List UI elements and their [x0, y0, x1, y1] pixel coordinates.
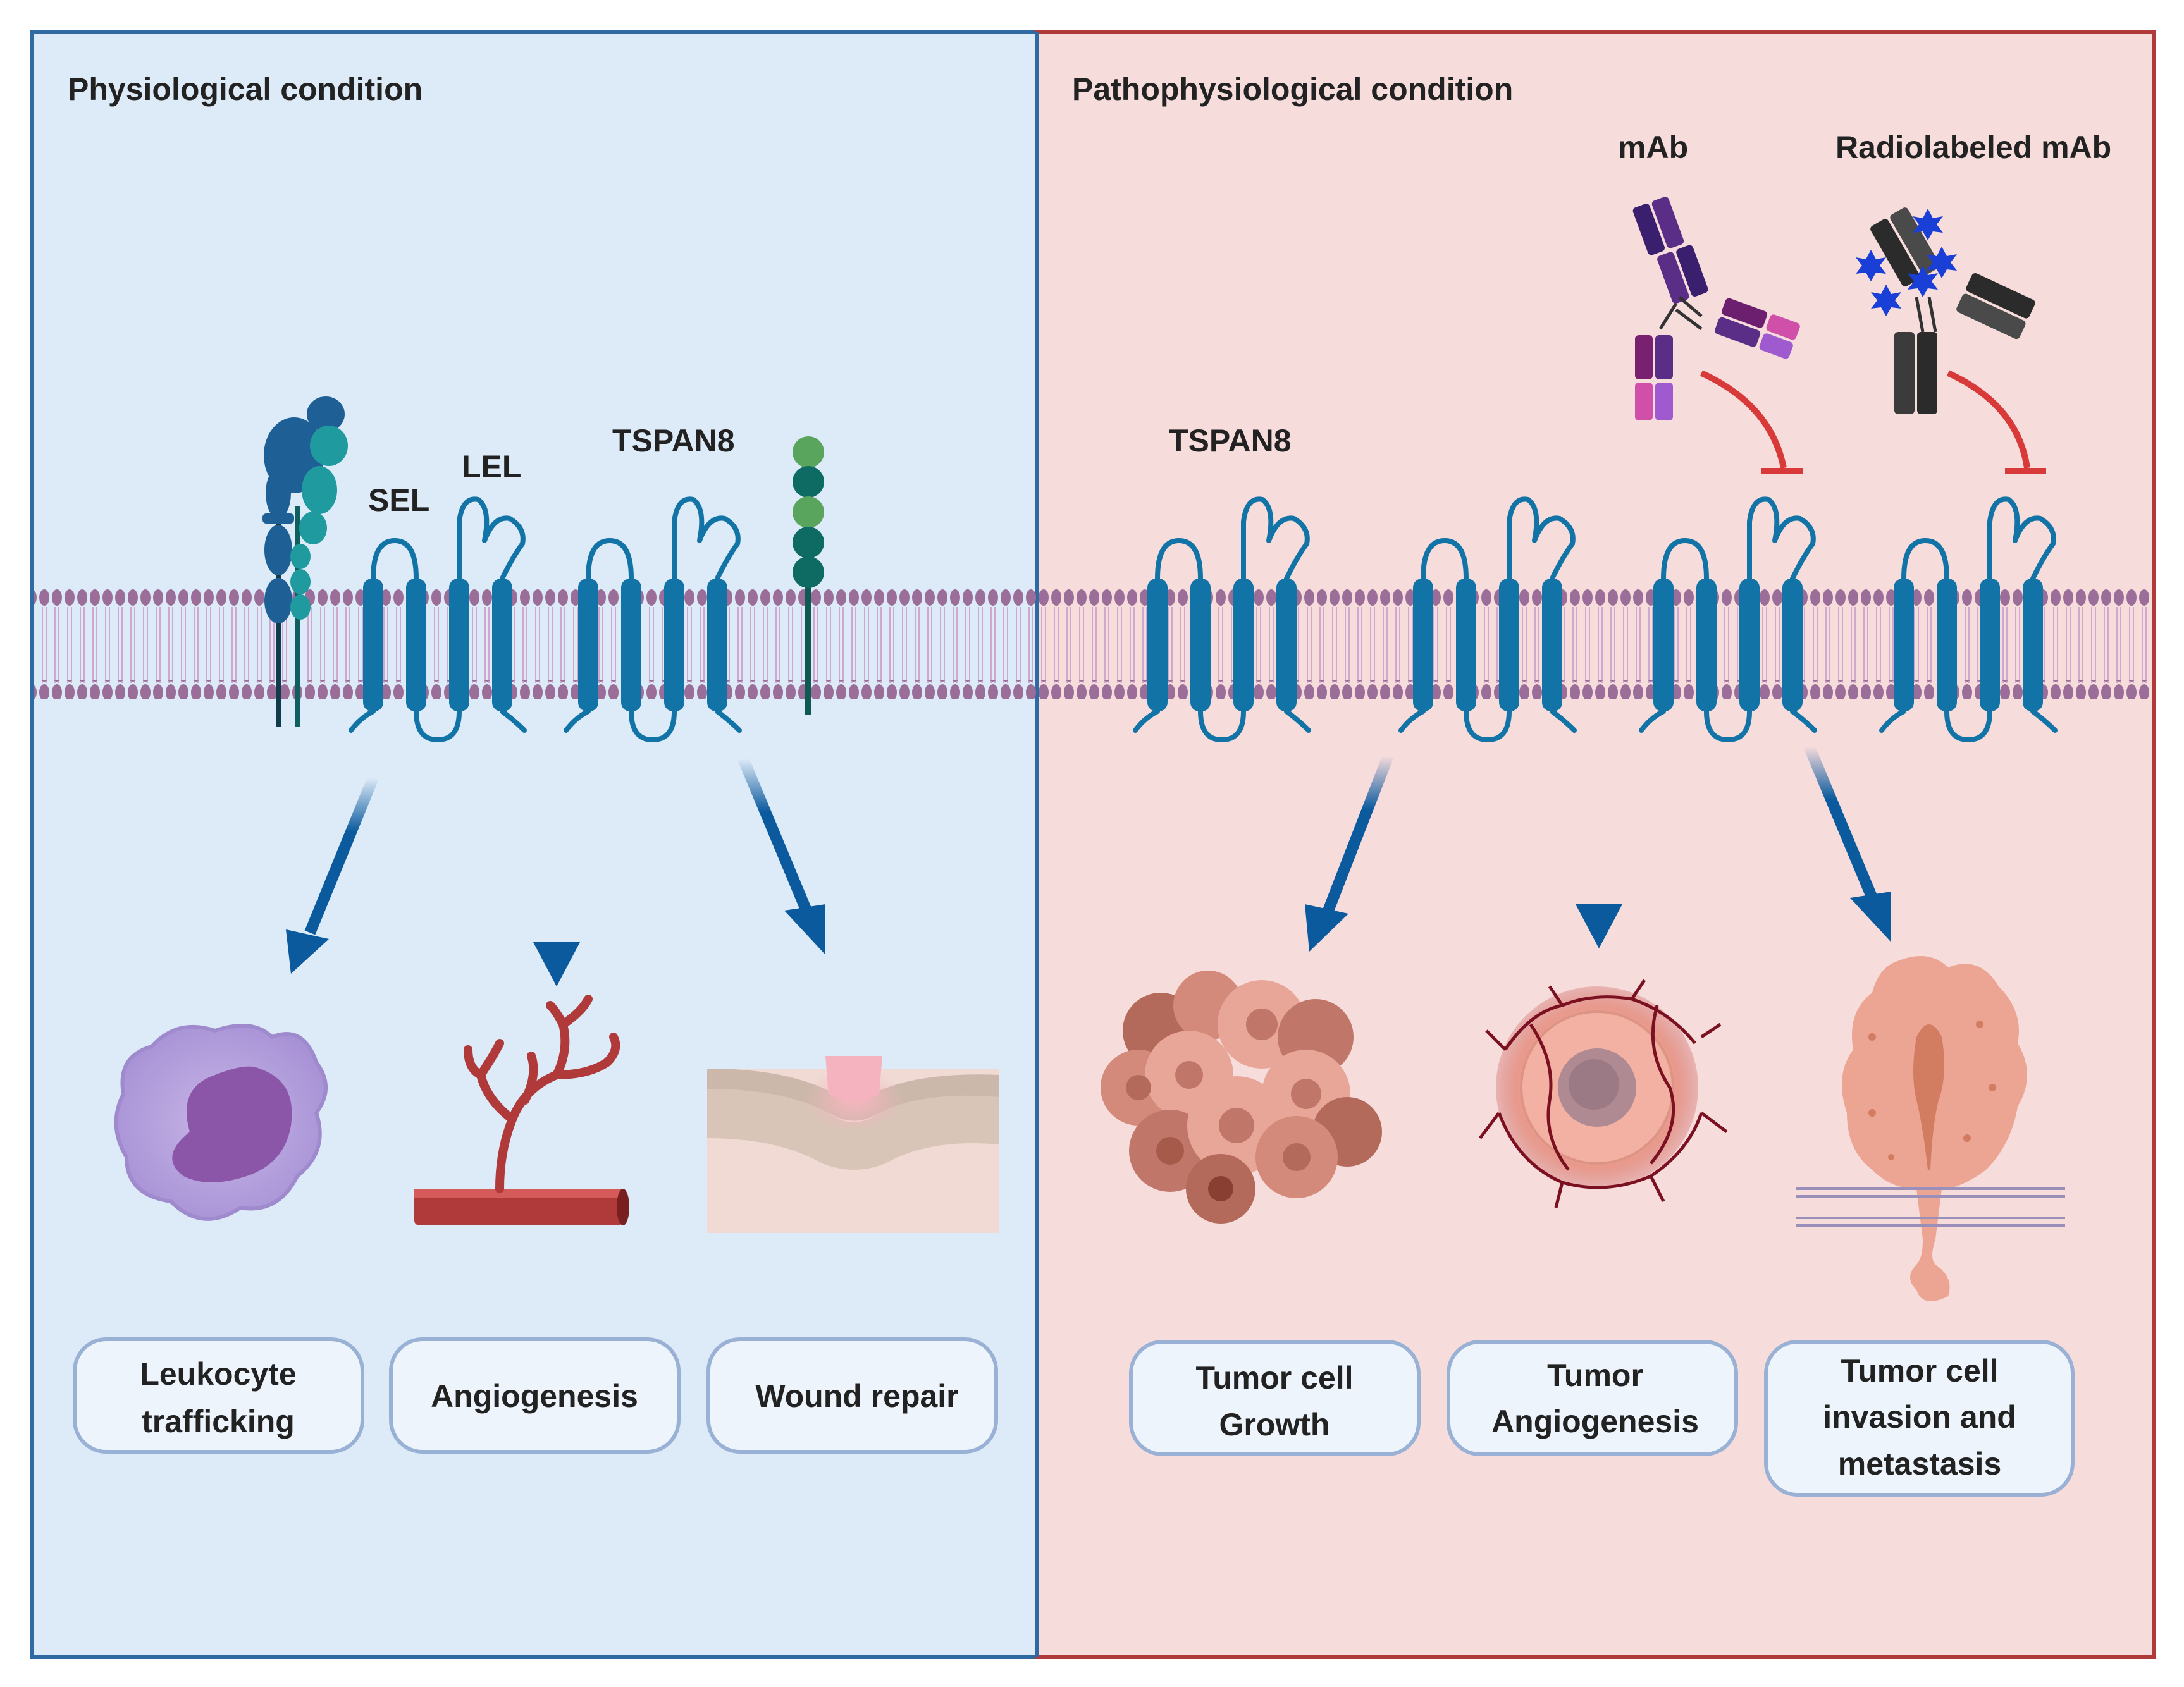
outcome-box-angiogenesis: Angiogenesis — [389, 1337, 681, 1454]
outcome-text: Leukocyte — [140, 1356, 296, 1392]
tspan8-protein — [1398, 496, 1577, 743]
signal-arrow-tumor-invasion — [1803, 744, 1891, 942]
transmembrane-helix — [664, 579, 684, 711]
transmembrane-helix — [1739, 579, 1760, 711]
integrin-receptor — [262, 396, 348, 727]
left-panel-title: Physiological condition — [68, 71, 423, 107]
signal-arrow-leukocyte — [286, 775, 379, 974]
tspan8-loops — [1133, 496, 1311, 743]
transmembrane-helix — [1276, 579, 1297, 711]
tspan8-loops — [349, 496, 527, 743]
mab-antibody — [1632, 197, 1800, 420]
transmembrane-helix — [1782, 579, 1803, 711]
right-panel-title: Pathophysiological condition — [1072, 71, 1513, 107]
signal-arrow-tumor-angiogenesis — [1576, 778, 1622, 948]
blood-vessel-illustration — [414, 995, 629, 1225]
signal-arrow-wound — [737, 756, 825, 955]
outcome-text: trafficking — [142, 1404, 295, 1439]
leukocyte-illustration — [114, 1024, 328, 1221]
tumor-invasion-illustration — [1796, 956, 2065, 1301]
tspan8-loops — [1879, 496, 2058, 743]
transmembrane-helix — [1147, 579, 1168, 711]
transmembrane-helix — [363, 579, 383, 711]
transmembrane-helix — [1542, 579, 1562, 711]
transmembrane-helix — [1894, 579, 1914, 711]
outcome-box-wound-repair: Wound repair — [706, 1337, 998, 1454]
tspan8-protein — [349, 496, 527, 743]
transmembrane-helix — [406, 579, 426, 711]
tspan8-protein — [1639, 496, 1817, 743]
transmembrane-helix — [449, 579, 469, 711]
transmembrane-helix — [492, 579, 512, 711]
outcome-box-tumor-invasion: Tumor cell invasion and metastasis — [1764, 1340, 2075, 1497]
sel-label: SEL — [368, 482, 429, 518]
cell-membrane — [34, 589, 2152, 699]
transmembrane-helix — [1190, 579, 1211, 711]
tspan8-protein — [1133, 496, 1311, 743]
tspan8-protein — [1879, 496, 2058, 743]
outcome-text: metastasis — [1838, 1446, 2002, 1481]
outcome-text: Growth — [1219, 1407, 1330, 1442]
tspan8-label-left: TSPAN8 — [612, 423, 735, 458]
transmembrane-helix — [621, 579, 641, 711]
tspan8-label-right: TSPAN8 — [1169, 423, 1292, 458]
mab-inhibit-arrow — [1700, 370, 1803, 474]
transmembrane-helix — [2023, 579, 2043, 711]
outcome-text: Tumor cell — [1195, 1360, 1353, 1396]
outcome-text: Tumor cell — [1841, 1353, 1998, 1389]
transmembrane-helix — [1456, 579, 1476, 711]
signal-arrow-tumor-growth — [1305, 753, 1394, 952]
transmembrane-helix — [1413, 579, 1433, 711]
transmembrane-helix — [1499, 579, 1519, 711]
outcome-text: Wound repair — [755, 1378, 958, 1414]
outcome-text: Angiogenesis — [431, 1378, 638, 1414]
outcome-box-tumor-growth: Tumor cell Growth — [1129, 1340, 1421, 1456]
radiolabeled-mab-antibody — [1856, 207, 2035, 414]
transmembrane-helix — [1653, 579, 1674, 711]
transmembrane-helix — [1937, 579, 1957, 711]
tumor-angiogenesis-illustration — [1479, 979, 1728, 1208]
radiolabeled-mab-inhibit-arrow — [1946, 370, 2046, 474]
tspan8-layer — [349, 496, 2058, 743]
outcome-box-leukocyte-trafficking: Leukocyte trafficking — [73, 1337, 364, 1454]
bead-receptor — [793, 436, 824, 715]
outcome-text: Angiogenesis — [1491, 1404, 1699, 1439]
lel-label: LEL — [462, 449, 521, 484]
signal-arrow-angiogenesis — [533, 794, 580, 986]
outcome-box-tumor-angiogenesis: Tumor Angiogenesis — [1447, 1340, 1738, 1456]
outcome-text: invasion and — [1823, 1399, 2016, 1435]
transmembrane-helix — [1980, 579, 2000, 711]
transmembrane-helix — [707, 579, 727, 711]
tspan8-loops — [1639, 496, 1817, 743]
outcome-text: Tumor — [1547, 1358, 1643, 1393]
radiolabel-stars — [1856, 209, 1957, 316]
wound-illustration — [707, 1056, 999, 1233]
radiolabeled-mab-label: Radiolabeled mAb — [1835, 130, 2111, 165]
mab-label: mAb — [1618, 130, 1688, 165]
transmembrane-helix — [1233, 579, 1254, 711]
transmembrane-helix — [578, 579, 598, 711]
transmembrane-helix — [1696, 579, 1717, 711]
tspan8-loops — [564, 496, 742, 743]
tspan8-protein — [564, 496, 742, 743]
tspan8-loops — [1398, 496, 1577, 743]
tumor-growth-illustration — [1101, 971, 1382, 1224]
